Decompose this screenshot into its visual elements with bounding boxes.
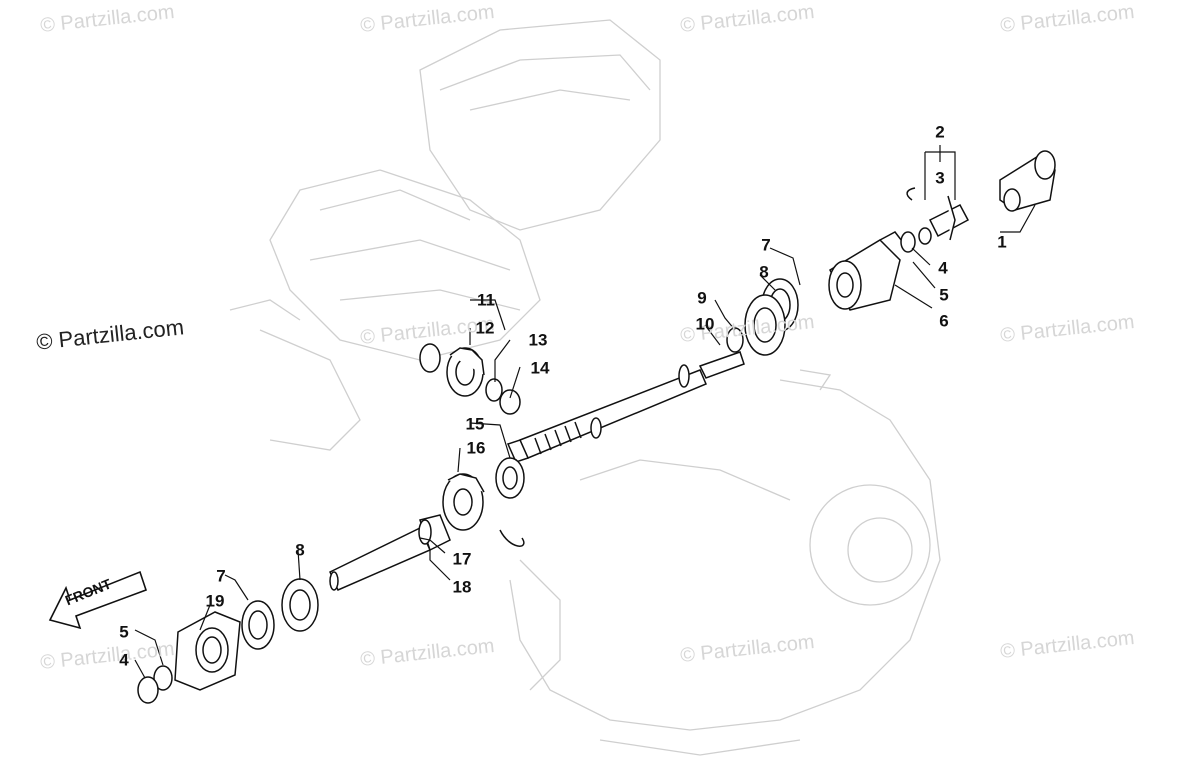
callout-8: 8 bbox=[759, 262, 769, 282]
callout-5: 5 bbox=[939, 285, 949, 305]
engine-outline bbox=[229, 19, 941, 756]
callout-19: 19 bbox=[205, 591, 225, 611]
callout-8b: 8 bbox=[295, 540, 305, 560]
callout-18: 18 bbox=[452, 577, 472, 597]
callout-1: 1 bbox=[997, 232, 1007, 252]
callout-14: 14 bbox=[530, 358, 550, 378]
output-shaft bbox=[506, 351, 745, 463]
callout-2: 2 bbox=[935, 122, 945, 142]
callout-7: 7 bbox=[761, 235, 771, 255]
callout-9: 9 bbox=[697, 288, 707, 308]
leader-lines bbox=[134, 145, 1036, 679]
callout-12: 12 bbox=[475, 318, 495, 338]
callout-15: 15 bbox=[465, 414, 485, 434]
callout-4: 4 bbox=[938, 258, 948, 278]
snap-rings bbox=[499, 529, 525, 547]
callout-17: 17 bbox=[452, 549, 472, 569]
callout-6: 6 bbox=[939, 311, 949, 331]
callout-11: 11 bbox=[477, 290, 495, 310]
callout-13: 13 bbox=[528, 330, 548, 350]
input-shaft bbox=[329, 514, 451, 591]
callout-7b: 7 bbox=[216, 566, 226, 586]
callout-5b: 5 bbox=[119, 622, 129, 642]
yoke-assembly bbox=[828, 150, 1056, 311]
bearings bbox=[137, 278, 799, 704]
front-arrow-shape bbox=[48, 570, 148, 630]
gears bbox=[442, 347, 521, 531]
callout-10: 10 bbox=[695, 314, 715, 334]
callout-4b: 4 bbox=[119, 650, 129, 670]
front-housing bbox=[174, 611, 241, 691]
callout-3: 3 bbox=[935, 168, 945, 188]
callout-16: 16 bbox=[466, 438, 486, 458]
